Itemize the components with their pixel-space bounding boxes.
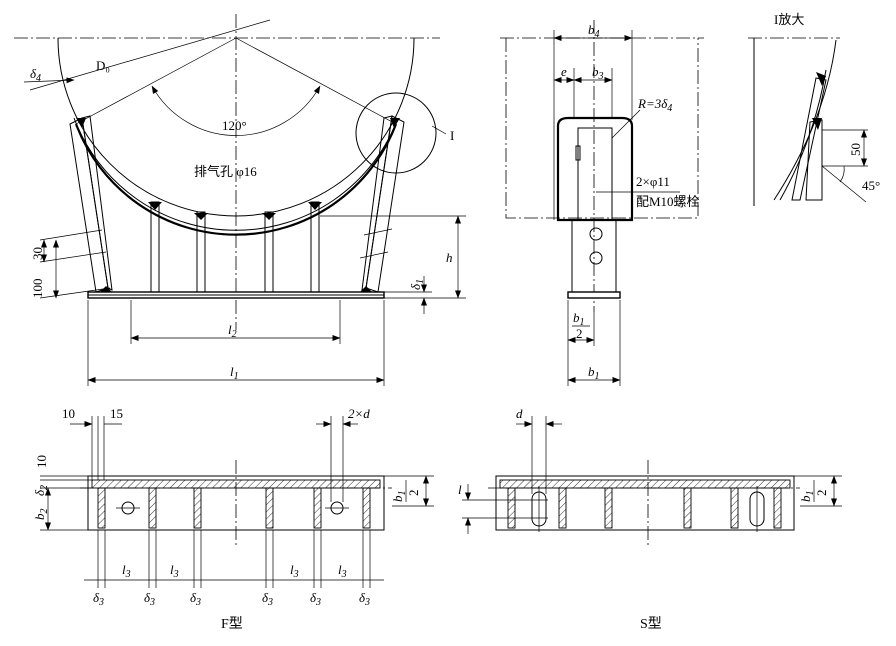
s-caption: S型	[640, 616, 662, 632]
b4-label: b4	[588, 22, 600, 40]
detail-mark-label: I	[450, 128, 454, 143]
labels: D₀ δ4 120° 排气孔 φ16 I 30 100 h δ1 l2 l1 b…	[30, 12, 880, 632]
detail-i-circle	[355, 92, 437, 174]
f-delta3-5: δ3	[310, 590, 321, 608]
radius-label: R=3δ4	[637, 96, 672, 114]
s-d-label: d	[516, 406, 523, 421]
dim-50-label: 50	[848, 143, 863, 156]
detail-view	[748, 37, 868, 206]
wear-plate	[556, 116, 634, 222]
side-b1-half-den: 2	[576, 326, 583, 341]
delta1-label: δ1	[408, 279, 426, 290]
f-delta3-2: δ3	[144, 590, 155, 608]
f-l3-2: l3	[170, 562, 179, 580]
f-l3-1: l3	[122, 562, 131, 580]
angle-label: 120°	[222, 118, 247, 133]
f-dim-2d: 2×d	[348, 406, 370, 421]
f-dim-10b: 10	[34, 455, 49, 468]
bolt-label: 配M10螺栓	[636, 194, 700, 209]
f-dim-15: 15	[110, 406, 123, 421]
angle-45-label: 45°	[862, 178, 880, 193]
side-vessel-outline	[505, 38, 699, 219]
f-plan-view	[40, 416, 434, 588]
e-label: e	[561, 64, 567, 79]
dim-30-label: 30	[30, 247, 45, 260]
side-b1-half-num: b1	[573, 310, 585, 328]
f-l3-4: l3	[338, 562, 347, 580]
front-view	[14, 14, 466, 386]
detail-title: I放大	[774, 12, 804, 27]
radial-line-left	[75, 37, 237, 125]
side-base-plate	[567, 291, 621, 299]
f-l3-3: l3	[290, 562, 299, 580]
detail-rib	[805, 119, 823, 201]
f-delta2-label: δ2	[32, 485, 50, 496]
weld-left-top	[76, 118, 86, 128]
dim-100-label: 100	[30, 279, 45, 299]
angle-arc	[151, 85, 321, 136]
f-delta3-6: δ3	[359, 590, 370, 608]
holes-label: 2×φ11	[636, 174, 670, 189]
radial-line-right	[235, 37, 397, 125]
d0-label: D₀	[96, 58, 110, 73]
f-bottom-dim-lines	[84, 530, 384, 588]
s-b1-half-num: b1	[798, 491, 816, 503]
d0-leader	[29, 19, 271, 91]
side-view	[500, 20, 704, 386]
h-label: h	[446, 250, 453, 265]
f-ribs	[97, 487, 371, 529]
l2-label: l2	[228, 322, 237, 340]
side-b1-label: b1	[588, 364, 600, 382]
radius-leader	[611, 109, 641, 139]
delta4-leader	[23, 77, 75, 84]
side-plate-right	[365, 115, 405, 293]
side-plate-left-inner	[81, 115, 113, 291]
s-ribs	[507, 487, 782, 529]
rib-2	[196, 211, 206, 293]
f-caption: F型	[221, 616, 243, 632]
s-plan-view	[462, 416, 842, 548]
weld-right-top	[390, 118, 400, 128]
delta4-label: δ4	[30, 66, 41, 84]
f-dim-10a: 10	[62, 406, 75, 421]
f-b1-half-num: b1	[390, 491, 408, 503]
bolt-hole-upper	[589, 227, 603, 241]
f-b2-label: b2	[32, 509, 50, 521]
s-l-label: l	[458, 482, 462, 497]
s-b1-half-den: 2	[814, 490, 829, 497]
l1-label: l1	[230, 364, 239, 382]
bolt-hole-lower	[589, 251, 603, 265]
b3-label: b3	[592, 64, 604, 82]
web-upper	[577, 127, 613, 221]
f-delta3-4: δ3	[262, 590, 273, 608]
f-delta3-1: δ3	[93, 590, 104, 608]
ribs	[148, 201, 322, 293]
f-b1-half-den: 2	[406, 490, 421, 497]
s-base-outline	[495, 475, 795, 531]
rib-3	[264, 211, 274, 293]
s-wear-strip	[499, 479, 791, 489]
side-plate-left	[69, 117, 109, 293]
detail-i-leader	[431, 125, 447, 135]
f-delta3-3: δ3	[190, 590, 201, 608]
vent-hole-label: 排气孔 φ16	[194, 164, 257, 179]
